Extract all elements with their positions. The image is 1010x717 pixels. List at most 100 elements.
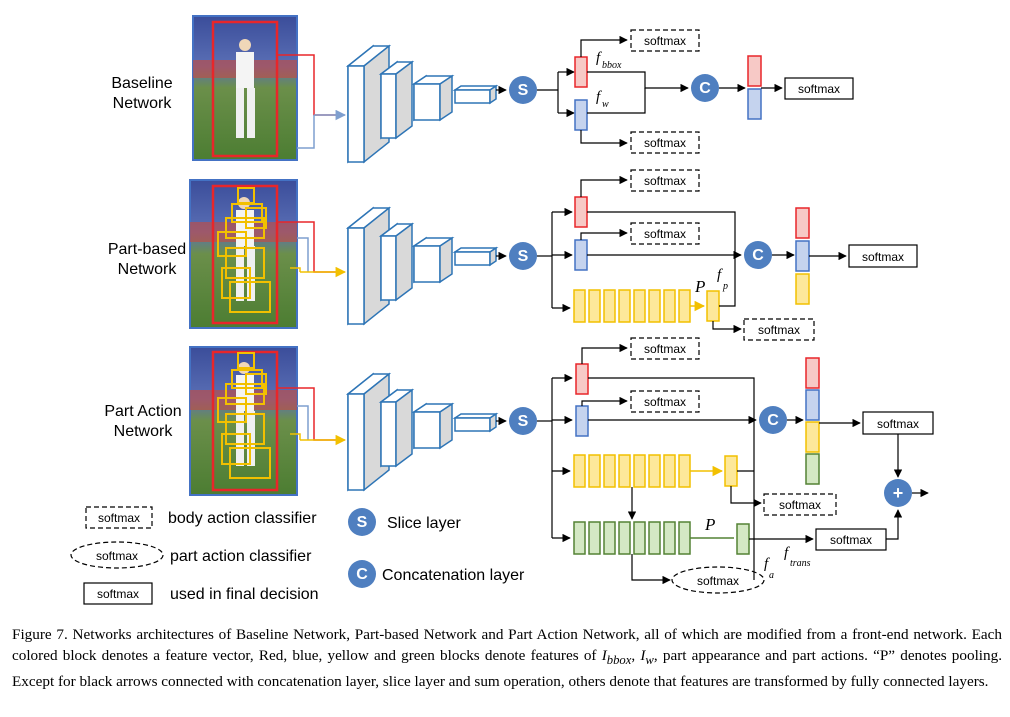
sum-node (884, 479, 912, 507)
row-title-line2: Network (113, 95, 173, 112)
softmax-label: softmax (644, 34, 686, 48)
softmax-label: softmax (758, 323, 800, 337)
body-softmax-box (630, 337, 700, 360)
slice-node-label: S (518, 248, 529, 265)
concat-blue-block (747, 88, 762, 120)
slice-node (509, 76, 537, 104)
pooling-label: P (704, 515, 715, 534)
part-softmax-ellipse (671, 566, 765, 594)
player-image (189, 179, 298, 329)
concat-node (691, 74, 719, 102)
pooled-action-feature (736, 523, 750, 555)
player-image (192, 15, 298, 161)
pooled-feature (706, 290, 720, 322)
softmax-label: softmax (697, 574, 739, 588)
w-feature (575, 405, 589, 437)
row-title-line1: Part Action (104, 403, 181, 420)
slice-node-label: S (518, 413, 529, 430)
f-bbox-sub: bbox (602, 60, 622, 71)
f-bbox-label: f (596, 50, 602, 66)
softmax-label: softmax (98, 511, 140, 525)
caption-math-sub: bbox (606, 653, 632, 668)
softmax-label: softmax (644, 136, 686, 150)
softmax-label: softmax (644, 227, 686, 241)
body-softmax-box (630, 222, 700, 245)
f-trans-sub: trans (790, 558, 811, 569)
softmax-label: softmax (644, 174, 686, 188)
softmax-label: softmax (97, 587, 139, 601)
body-softmax-box (630, 169, 700, 192)
row-part-action: Part Action Network (104, 337, 934, 594)
pooled-feature (724, 455, 738, 487)
concat-green-block (805, 453, 820, 485)
caption-math-sub: w (645, 653, 654, 668)
caption-math: I (640, 647, 646, 664)
legend-slice-node (348, 508, 376, 536)
architecture-diagram: Baseline Network (70, 15, 934, 605)
softmax-label: softmax (877, 417, 919, 431)
concat-node-label: C (699, 80, 711, 97)
sum-node-label: + (893, 483, 904, 503)
blue-link (297, 115, 315, 149)
body-softmax-box (743, 318, 815, 341)
caption-math: I (601, 647, 607, 664)
legend: softmax body action classifier softmax p… (70, 506, 525, 605)
part-boxes (217, 187, 271, 313)
body-softmax-box (630, 29, 700, 52)
legend-concat-text: Concatenation layer (382, 567, 525, 584)
slice-node-label: S (518, 82, 529, 99)
body-softmax-box (763, 493, 837, 516)
legend-part-ellipse (70, 541, 164, 569)
part-appearance-blocks (573, 454, 691, 488)
f-a-label: f (764, 556, 770, 572)
softmax-label: softmax (830, 533, 872, 547)
bbox-red (211, 184, 279, 325)
pooling-label: P (694, 277, 705, 296)
body-softmax-box (630, 131, 700, 154)
caption-text: , (631, 647, 641, 664)
part-action-blocks (573, 521, 691, 555)
frontend-network (345, 372, 499, 492)
f-p-label: f (717, 267, 723, 283)
concat-node-label: C (356, 566, 368, 583)
f-trans-label: f (784, 545, 790, 561)
bbox-feature (574, 196, 588, 228)
concat-node (759, 406, 787, 434)
softmax-label: softmax (644, 342, 686, 356)
f-p-sub: p (722, 281, 728, 292)
part-boxes (217, 352, 271, 479)
caption-text: Figure 7. Networks architectures of Base… (12, 626, 1002, 664)
caption-text: , part appearance and part actions. “P” … (12, 647, 1003, 691)
legend-final-box (83, 582, 153, 605)
legend-final-text: used in final decision (170, 586, 319, 603)
legend-part-text: part action classifier (170, 548, 312, 565)
row-baseline: Baseline Network (111, 15, 854, 164)
softmax-label: softmax (862, 250, 904, 264)
bbox-red (211, 20, 279, 158)
slice-node (509, 407, 537, 435)
softmax-label: softmax (644, 395, 686, 409)
concat-blue-block (795, 240, 810, 272)
concat-node (744, 241, 772, 269)
concat-node-label: C (752, 247, 764, 264)
concat-node-label: C (767, 412, 779, 429)
concat-red-block (747, 55, 762, 87)
f-w-sub: w (602, 99, 609, 110)
concat-blue-block (805, 389, 820, 421)
body-softmax-box (630, 390, 700, 413)
bbox-feature (574, 56, 588, 88)
legend-concat-node (348, 560, 376, 588)
slice-node (509, 242, 537, 270)
row-part-based: Part-based Network (108, 169, 918, 341)
concat-red-block (795, 207, 810, 239)
final-softmax-box (784, 77, 854, 100)
row-title-line1: Part-based (108, 241, 186, 258)
frontend-network (345, 44, 499, 164)
softmax-label: softmax (779, 498, 821, 512)
softmax-label: softmax (96, 549, 138, 563)
part-appearance-blocks (573, 289, 691, 323)
player-image (189, 346, 298, 496)
legend-body-box (85, 506, 153, 529)
f-a-sub: a (769, 570, 774, 581)
figure-caption: Figure 7. Networks architectures of Base… (12, 624, 1002, 692)
